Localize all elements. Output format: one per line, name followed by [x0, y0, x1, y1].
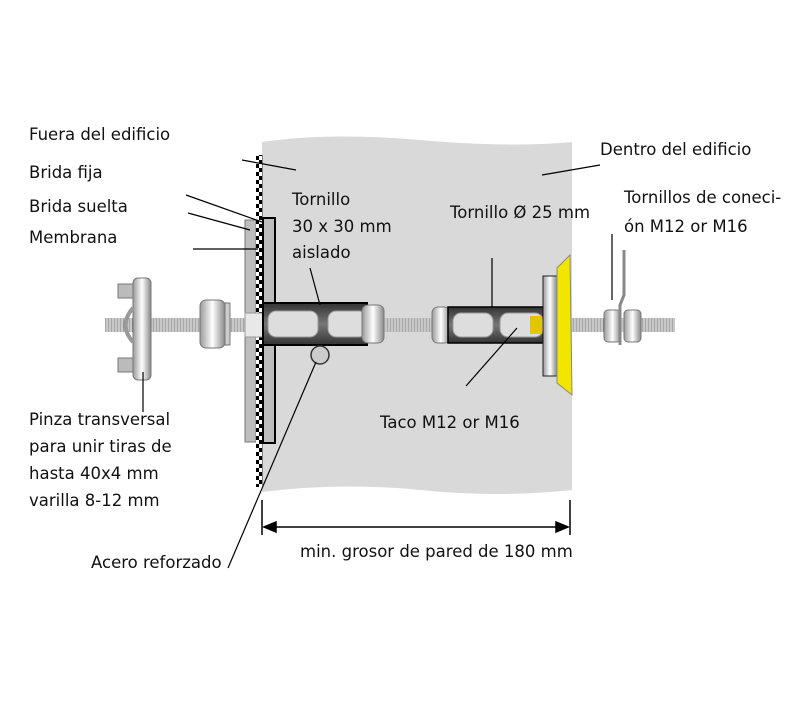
label-screw-2: 30 x 30 mm — [292, 217, 392, 236]
wall — [262, 136, 572, 494]
label-clamp-2: para unir tiras de — [29, 437, 172, 456]
rebar-section — [310, 345, 330, 365]
leader-lines — [142, 159, 613, 569]
label-screw-3: aislado — [292, 243, 351, 262]
label-clamp-3: hasta 40x4 mm — [29, 464, 159, 483]
label-rebar: Acero reforzado — [91, 553, 222, 572]
connection-strip — [618, 250, 626, 345]
label-connection-2: ón M12 or M16 — [624, 217, 748, 236]
label-fixed-flange: Brida fija — [29, 163, 103, 182]
wall-thickness-dimension — [261, 500, 571, 535]
label-wall-thickness: min. grosor de pared de 180 mm — [300, 542, 573, 561]
label-clamp-4: varilla 8-12 mm — [29, 491, 160, 510]
label-clamp-1: Pinza transversal — [29, 410, 170, 429]
label-bolt-diameter: Tornillo Ø 25 mm — [449, 203, 590, 222]
label-membrane: Membrana — [29, 228, 117, 247]
label-inside: Dentro del edificio — [600, 140, 751, 159]
label-anchor: Taco M12 or M16 — [379, 413, 520, 432]
cross-clamp — [117, 277, 152, 381]
label-connection-1: Tornillos de coneci- — [623, 188, 781, 207]
label-screw-1: Tornillo — [291, 190, 350, 209]
label-loose-flange: Brida suelta — [29, 197, 128, 216]
sealing-ring — [556, 253, 573, 397]
inner-washer — [542, 275, 558, 377]
label-outside: Fuera del edificio — [29, 125, 170, 144]
threaded-rod — [105, 318, 675, 332]
outer-nut — [199, 299, 226, 349]
